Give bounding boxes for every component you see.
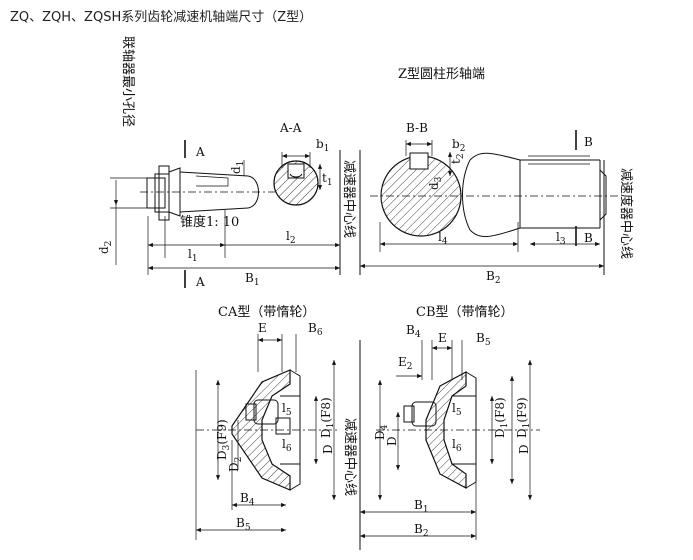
cb-dim-D-inner: D <box>385 436 399 446</box>
ca-dim-E: E <box>258 321 267 335</box>
ca-dim-l5: l5 <box>282 401 292 418</box>
dim-l3: l3 <box>556 230 566 247</box>
section-a-mark-bottom: A <box>195 275 205 289</box>
cb-dim-B5: B5 <box>476 331 491 348</box>
dim-d2: d2 <box>97 241 114 254</box>
ca-dim-B5: B5 <box>236 516 251 533</box>
cb-dim-E2: E2 <box>398 355 413 372</box>
cb-dim-E: E <box>438 331 447 345</box>
cb-dim-D1F9: D1(F9) <box>515 397 532 438</box>
reducer-centerline-label-right: 减速度器中心线 <box>618 168 634 259</box>
cb-type-view: CB型（带惰轮） B4 E B5 E2 l5 l6 D4 D D1(F8) D1… <box>360 305 540 540</box>
ca-dim-D1F8: D1(F8) <box>319 397 336 438</box>
cb-dim-l6: l6 <box>452 437 462 454</box>
dim-B2-top: B2 <box>486 269 501 286</box>
cb-dim-B4: B4 <box>406 323 421 340</box>
ca-dim-B4: B4 <box>240 491 255 508</box>
cb-dim-D4: D4 <box>373 424 390 440</box>
section-b-mark-bottom: B <box>584 231 593 245</box>
dim-l4: l4 <box>438 230 448 247</box>
dim-l2: l2 <box>286 229 296 246</box>
cb-type-title: CB型（带惰轮） <box>416 305 514 320</box>
section-a-mark-top: A <box>195 145 205 159</box>
page-title: ZQ、ZQH、ZQSH系列齿轮减速机轴端尺寸（Z型） <box>10 10 313 25</box>
dim-B1: B1 <box>245 271 260 288</box>
coupling-min-bore-label: 联轴器最小孔径 <box>120 36 135 127</box>
top-right-cylindrical-view: Z型圆柱形轴端 B-B b2 t2 d3 B B l4 l3 B2 <box>360 67 634 286</box>
ca-dim-B6: B6 <box>308 321 323 338</box>
ca-dim-D2: D2 <box>227 457 244 472</box>
cb-dim-B2: B2 <box>414 522 429 539</box>
section-a-a: A-A b1 t1 <box>273 121 333 206</box>
ca-dim-D: D <box>321 444 335 454</box>
dim-b2: b2 <box>452 137 465 154</box>
dim-t2: t2 <box>449 153 466 164</box>
ca-type-title: CA型（带惰轮） <box>218 305 315 320</box>
ca-dim-l6: l6 <box>282 437 292 454</box>
section-b-mark-top: B <box>584 135 593 149</box>
reducer-centerline-label-top: 减速器中心线 <box>341 160 356 238</box>
reducer-centerline-label-bottom: 减速器中心线 <box>342 418 357 496</box>
ca-dim-D3F9: D3(F9) <box>215 419 232 460</box>
cb-dim-l5: l5 <box>452 401 462 418</box>
cb-dim-D1F8: D1(F8) <box>493 397 510 438</box>
ca-type-view: CA型（带惰轮） E B6 l5 l6 D3(F9) D2 D1(F8) D B… <box>195 305 340 540</box>
dim-d1: d1 <box>229 161 246 174</box>
z-type-title: Z型圆柱形轴端 <box>398 67 485 82</box>
dim-b1: b1 <box>316 137 329 154</box>
dim-l1: l1 <box>188 247 198 264</box>
section-a-a-title: A-A <box>279 121 302 135</box>
section-b-b-title: B-B <box>406 121 428 135</box>
dim-t1: t1 <box>322 171 333 188</box>
taper-label: 锥度1: 10 <box>180 214 239 230</box>
dim-d3: d3 <box>427 176 444 190</box>
cb-dim-B1: B1 <box>414 498 429 515</box>
top-left-shaft-view: 联轴器最小孔径 A A 锥度1: 10 d1 d2 l1 l2 <box>97 36 340 289</box>
cb-dim-D-outer: D <box>517 444 531 454</box>
